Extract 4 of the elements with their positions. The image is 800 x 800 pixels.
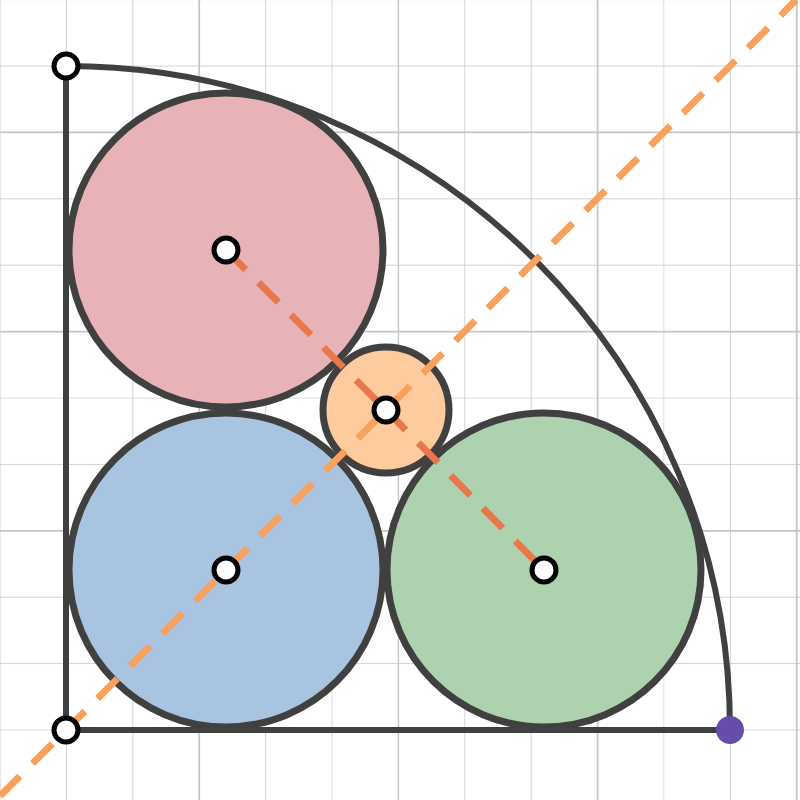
- circle: [383, 409, 705, 731]
- circle: [65, 409, 387, 731]
- circle: [65, 89, 387, 411]
- circle: [319, 343, 453, 477]
